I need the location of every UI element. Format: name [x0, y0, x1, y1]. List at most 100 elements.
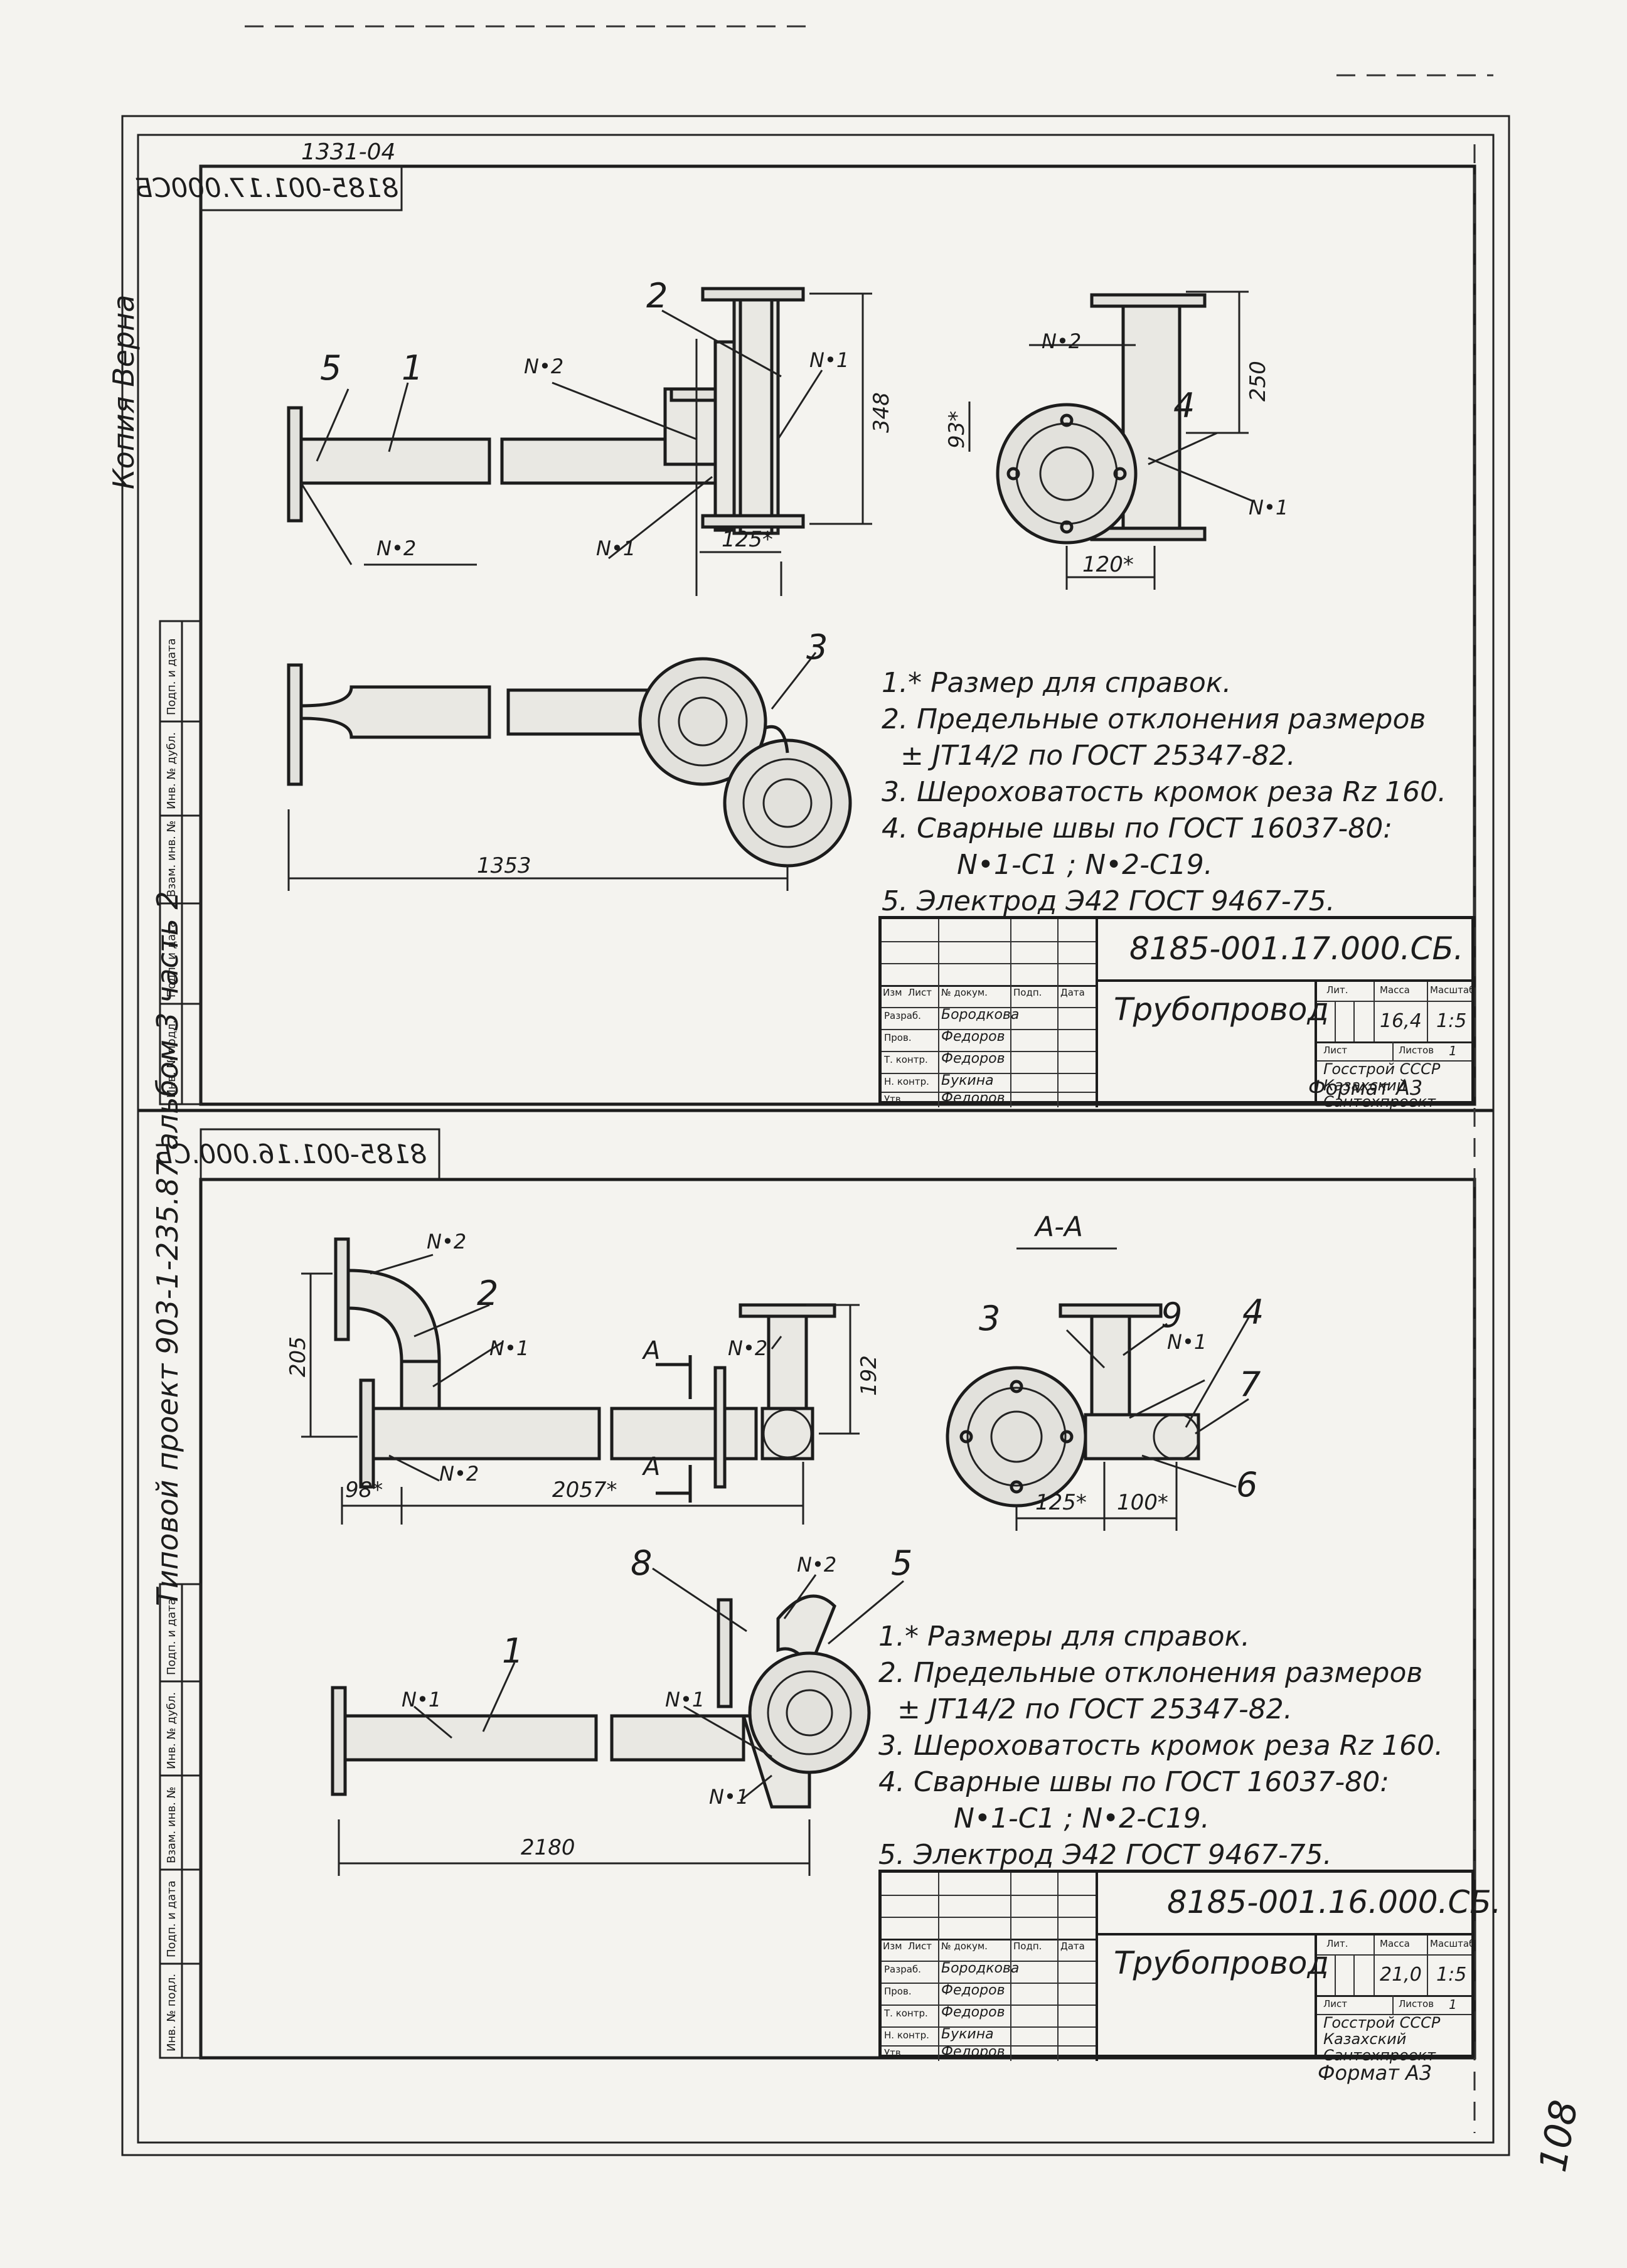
note-line: 1.* Размеры для справок. — [878, 1621, 1251, 1653]
tb-code-cell: 8185-001.17.000.СБ. — [1098, 919, 1471, 982]
tb-role: Разраб. — [884, 1964, 921, 1975]
section-label: А-А — [1035, 1211, 1084, 1243]
tb-sheets-n: 1 — [1449, 1997, 1457, 2012]
tb-mass-h: Масса — [1380, 1938, 1410, 1949]
sheet2-notes: 1.* Размеры для справок. 2. Предельные о… — [878, 1619, 1443, 1873]
section-mark: А — [643, 1452, 661, 1481]
drawing-code: 8185-001.17.000.СБ. — [1129, 930, 1464, 967]
tb-role: Пров. — [884, 1986, 912, 1997]
tb-role: Разраб. — [884, 1010, 921, 1021]
weld-callout: N•2 — [797, 1553, 837, 1577]
weld-callout: N•1 — [709, 1785, 749, 1809]
org-line: Госстрой СССР — [1323, 2014, 1441, 2031]
sheet1-notes: 1.* Размер для справок. 2. Предельные от… — [882, 665, 1446, 920]
tb-org: Госстрой СССР Казахский Сантехпроект — [1323, 2015, 1440, 2063]
tb-scale-h: Масштаб — [1430, 1938, 1475, 1949]
tb-person: Бородкова — [941, 1007, 1020, 1023]
tb-header: Дата — [1060, 987, 1085, 998]
part-callout: 5 — [891, 1543, 913, 1583]
weld-callout: N•1 — [402, 1688, 442, 1712]
sheet2-plan-view — [331, 1567, 904, 1876]
part-callout: 5 — [320, 348, 342, 388]
weld-callout: N•2 — [1042, 329, 1082, 353]
weld-callout: N•1 — [809, 348, 850, 372]
tb-person: Федоров — [941, 1029, 1005, 1045]
tb-header: № докум. — [941, 1941, 988, 1952]
tb-scale-h: Масштаб — [1430, 984, 1475, 996]
note-line: N•1-C1 ; N•2-C19. — [957, 849, 1213, 881]
part-callout: 1 — [402, 348, 424, 388]
tb-sheets-h: Листов — [1399, 1045, 1434, 1056]
part-callout: 3 — [979, 1299, 1001, 1338]
tb-sheet-h: Лист — [1323, 1998, 1348, 2010]
tb-header: Изм — [883, 1941, 902, 1952]
tb-role: Утв. — [884, 1094, 904, 1105]
note-line: ± JT14/2 по ГОСТ 25347-82. — [900, 740, 1296, 772]
tb-right-cells: Лит. Масса Масштаб 16,4 1:5 Лист Листов … — [1315, 982, 1475, 1110]
note-line: 2. Предельные отклонения размеров — [878, 1657, 1423, 1689]
tb-header: Дата — [1060, 1941, 1085, 1952]
revision-grid: Изм Лист № докум. Подп. Дата Разраб. Про… — [882, 919, 1098, 1107]
org-line: Сантехпроект — [1323, 2047, 1436, 2064]
tb-person: Федоров — [941, 2004, 1005, 2020]
note-line: 4. Сварные швы по ГОСТ 16037-80: — [882, 812, 1393, 844]
tb-role: Утв. — [884, 2047, 904, 2058]
dim-label: 98* — [345, 1477, 383, 1503]
tb-mass: 21,0 — [1380, 1964, 1422, 1986]
dim-label: 2180 — [521, 1835, 575, 1860]
org-line: Казахский — [1323, 1077, 1407, 1094]
part-callout: 4 — [1173, 386, 1195, 425]
section-mark: А — [643, 1336, 661, 1365]
tb-mass: 16,4 — [1380, 1010, 1422, 1032]
weld-callout: N•2 — [376, 536, 417, 560]
sheet1-plan-view — [287, 652, 852, 891]
note-line: 2. Предельные отклонения размеров — [882, 703, 1426, 735]
sheet1-front-view — [287, 287, 872, 596]
sheet2-front-view — [301, 1237, 860, 1525]
note-line: 4. Сварные швы по ГОСТ 16037-80: — [878, 1766, 1390, 1798]
dim-label: 2057* — [552, 1477, 617, 1503]
tb-person: Федоров — [941, 1051, 1005, 1067]
org-line: Казахский — [1323, 2030, 1407, 2048]
sheet2-section-view — [946, 1247, 1250, 1531]
dim-label: 125* — [1035, 1490, 1087, 1515]
weld-callout: N•1 — [1167, 1330, 1207, 1354]
tb-person: Букина — [941, 2026, 994, 2042]
dim-label: 100* — [1117, 1490, 1168, 1515]
tb-scale: 1:5 — [1436, 1010, 1467, 1032]
tb-person: Бородкова — [941, 1961, 1020, 1976]
dim-label: 125* — [722, 527, 773, 552]
part-callout: 6 — [1236, 1465, 1258, 1504]
part-callout: 7 — [1239, 1365, 1261, 1404]
note-line: 1.* Размер для справок. — [882, 667, 1232, 699]
tb-lit: Лит. — [1326, 984, 1348, 996]
weld-callout: N•2 — [439, 1462, 479, 1486]
tb-sheets-n: 1 — [1449, 1043, 1457, 1058]
note-line: N•1-C1 ; N•2-C19. — [954, 1802, 1210, 1834]
org-line: Сантехпроект — [1323, 1093, 1436, 1110]
title-block: Изм Лист № докум. Подп. Дата Разраб. Про… — [878, 916, 1475, 1110]
tb-lit: Лит. — [1326, 1938, 1348, 1949]
note-line: 3. Шероховатость кромок реза Rz 160. — [878, 1730, 1444, 1762]
tb-header: Лист — [908, 1941, 932, 1952]
tb-role: Пров. — [884, 1032, 912, 1043]
drawing-name: Трубопровод — [1114, 991, 1329, 1028]
tb-header: Изм — [883, 987, 902, 998]
tb-mass-h: Масса — [1380, 984, 1410, 996]
part-callout: 8 — [631, 1543, 653, 1583]
drawing-name: Трубопровод — [1114, 1945, 1329, 1981]
part-callout: 9 — [1161, 1296, 1183, 1335]
note-line: ± JT14/2 по ГОСТ 25347-82. — [897, 1693, 1293, 1725]
revision-grid: Изм Лист № докум. Подп. Дата Разраб. Про… — [882, 1873, 1098, 2061]
tb-sheets-h: Листов — [1399, 1998, 1434, 2010]
tb-role: Т. контр. — [884, 2008, 928, 2019]
tb-org: Госстрой СССР Казахский Сантехпроект — [1323, 1061, 1440, 1110]
tb-scale: 1:5 — [1436, 1964, 1467, 1986]
format-label: Формат А3 — [1308, 1076, 1423, 1100]
drawing-code: 8185-001.16.000.СБ. — [1167, 1884, 1502, 1920]
tb-right-cells: Лит. Масса Масштаб 21,0 1:5 Лист Листов … — [1315, 1935, 1475, 2063]
note-line: 3. Шероховатость кромок реза Rz 160. — [882, 776, 1447, 808]
part-callout: 2 — [477, 1274, 499, 1313]
